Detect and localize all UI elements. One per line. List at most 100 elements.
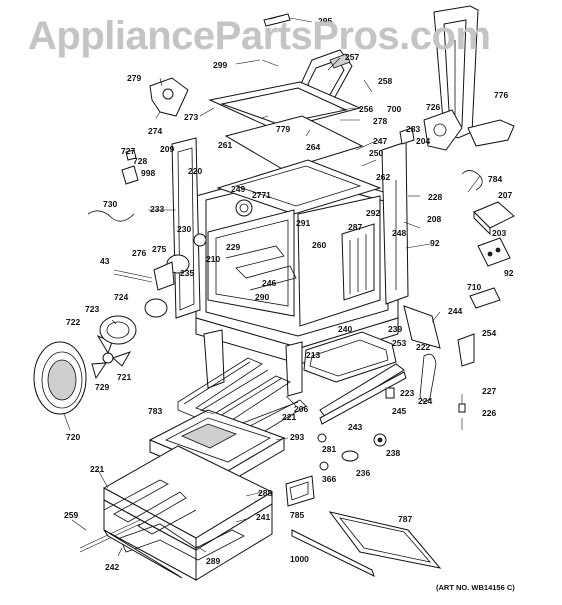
part-366 — [319, 461, 329, 471]
label-204: 204 — [416, 136, 430, 146]
label-256: 256 — [359, 104, 373, 114]
label-250: 250 — [369, 148, 383, 158]
label-998: 998 — [141, 168, 155, 178]
switch-726 — [399, 109, 463, 151]
label-1000: 1000 — [290, 554, 309, 564]
top-frame-273 — [208, 81, 364, 171]
label-227: 227 — [482, 386, 496, 396]
label-239: 239 — [388, 324, 402, 334]
label-235: 235 — [180, 268, 194, 278]
fan-cover-720 — [33, 341, 87, 415]
label-241: 241 — [256, 512, 270, 522]
screw-258 — [363, 79, 373, 93]
label-230: 230 — [177, 224, 191, 234]
label-723: 723 — [85, 304, 99, 314]
hinge-710 — [469, 287, 501, 309]
label-244: 244 — [448, 306, 462, 316]
label-264: 264 — [306, 142, 320, 152]
label-366: 366 — [322, 474, 336, 484]
label-279: 279 — [127, 73, 141, 83]
part-labels: 295 299 257 279 258 726 776 700 256 278 … — [64, 16, 514, 572]
label-228: 228 — [428, 192, 442, 202]
label-210: 210 — [206, 254, 220, 264]
bracket-244 — [403, 305, 441, 349]
part-245 — [385, 387, 395, 399]
label-206: 206 — [294, 404, 308, 414]
wire-730 — [87, 210, 135, 222]
label-259: 259 — [64, 510, 78, 520]
label-295: 295 — [318, 16, 332, 26]
grill-disc-722 — [99, 315, 137, 345]
label-249: 249 — [231, 184, 245, 194]
label-229: 229 — [226, 242, 240, 252]
label-274: 274 — [148, 126, 162, 136]
knob-238 — [373, 433, 387, 447]
clips-727 — [121, 149, 139, 185]
oven-body — [171, 137, 409, 397]
label-203: 203 — [492, 228, 506, 238]
label-92b: 92 — [504, 268, 514, 278]
label-220: 220 — [188, 166, 202, 176]
label-299: 299 — [213, 60, 227, 70]
label-700: 700 — [387, 104, 401, 114]
label-783: 783 — [148, 406, 162, 416]
label-238: 238 — [386, 448, 400, 458]
label-246: 246 — [262, 278, 276, 288]
label-724: 724 — [114, 292, 128, 302]
sensor-784 — [461, 170, 483, 193]
label-247: 247 — [373, 136, 387, 146]
label-288: 288 — [258, 488, 272, 498]
label-275: 275 — [152, 244, 166, 254]
label-787: 787 — [398, 514, 412, 524]
label-221a: 221 — [282, 412, 296, 422]
label-292: 292 — [366, 208, 380, 218]
label-224: 224 — [418, 396, 432, 406]
label-248: 248 — [392, 228, 406, 238]
hinge-254 — [457, 333, 475, 367]
label-776: 776 — [494, 90, 508, 100]
label-2771: 2771 — [252, 190, 271, 200]
bracket-207 — [473, 201, 515, 236]
label-291: 291 — [296, 218, 310, 228]
strip-1000 — [291, 529, 375, 577]
label-730: 730 — [103, 199, 117, 209]
latch-274 — [149, 77, 189, 119]
label-226: 226 — [482, 408, 496, 418]
label-245: 245 — [392, 406, 406, 416]
label-236: 236 — [356, 468, 370, 478]
label-728: 728 — [133, 156, 147, 166]
hinge-222 — [419, 353, 437, 402]
label-710: 710 — [467, 282, 481, 292]
label-243: 243 — [348, 422, 362, 432]
pin-43 — [113, 269, 153, 283]
back-panel-295 — [263, 13, 291, 27]
leader-lines — [63, 17, 441, 557]
motor-275 — [153, 254, 190, 291]
label-240: 240 — [338, 324, 352, 334]
trim-strip-242 — [103, 529, 183, 579]
label-281: 281 — [322, 444, 336, 454]
label-727: 727 — [121, 146, 135, 156]
label-273: 273 — [184, 112, 198, 122]
bracket-785 — [285, 475, 315, 507]
label-729: 729 — [95, 382, 109, 392]
label-289: 289 — [206, 556, 220, 566]
label-207: 207 — [498, 190, 512, 200]
spring-227 — [458, 394, 466, 413]
label-208: 208 — [427, 214, 441, 224]
screw-299 — [261, 59, 279, 67]
label-258: 258 — [378, 76, 392, 86]
label-254: 254 — [482, 328, 496, 338]
art-number: (ART NO. WB14156 C) — [436, 583, 515, 592]
label-233: 233 — [150, 204, 164, 214]
label-720: 720 — [66, 432, 80, 442]
disc-724 — [144, 298, 168, 318]
label-726: 726 — [426, 102, 440, 112]
part-236 — [341, 450, 359, 462]
label-276: 276 — [132, 248, 146, 258]
label-261: 261 — [218, 140, 232, 150]
label-784: 784 — [488, 174, 502, 184]
label-278: 278 — [373, 116, 387, 126]
label-721: 721 — [117, 372, 131, 382]
